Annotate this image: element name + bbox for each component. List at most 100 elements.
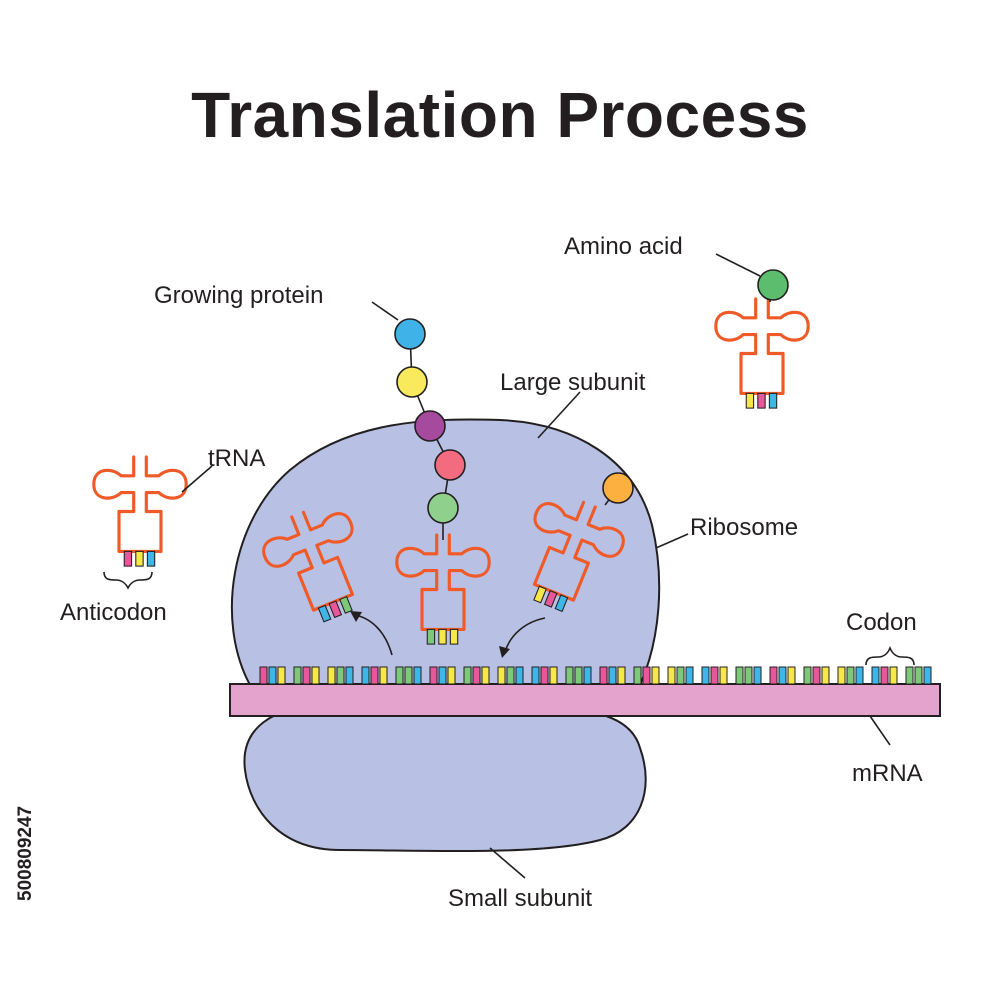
- codon-label: Codon: [846, 609, 917, 636]
- codon-base: [379, 666, 388, 685]
- mrna-strand: [229, 683, 941, 717]
- trna-exit-site: [253, 495, 378, 623]
- trna-peptidyl-site: [395, 533, 491, 645]
- codon-base: [914, 666, 923, 685]
- codon-base: [608, 666, 617, 685]
- codon-base: [447, 666, 456, 685]
- codon-base: [769, 666, 778, 685]
- codon-base: [710, 666, 719, 685]
- large-subunit-leader: [537, 391, 581, 439]
- trna-label: tRNA: [208, 445, 265, 472]
- large-subunit-label: Large subunit: [500, 369, 646, 396]
- codon-base: [438, 666, 447, 685]
- anticodon-label: Anticodon: [60, 599, 167, 626]
- codon-base: [549, 666, 558, 685]
- stock-id-text: 500809247: [15, 806, 36, 901]
- codon-base: [583, 666, 592, 685]
- codon-base: [651, 666, 660, 685]
- codon-base: [531, 666, 540, 685]
- free-amino-acid-bead: [757, 269, 789, 301]
- codon-base: [701, 666, 710, 685]
- ribosome-leader: [655, 533, 689, 549]
- codon-base: [812, 666, 821, 685]
- trna-aminoacyl-site: [509, 485, 634, 613]
- codon-base: [463, 666, 472, 685]
- page-title: Translation Process: [191, 79, 809, 151]
- codon-base: [617, 666, 626, 685]
- codon-base: [735, 666, 744, 685]
- codon-base: [345, 666, 354, 685]
- free-trna-right: [714, 297, 810, 409]
- growing-protein-chain: [394, 318, 466, 524]
- codon-base: [404, 666, 413, 685]
- codon-base: [293, 666, 302, 685]
- codon-base: [846, 666, 855, 685]
- codon-base: [633, 666, 642, 685]
- codon-base: [302, 666, 311, 685]
- codon-base: [803, 666, 812, 685]
- codon-base: [540, 666, 549, 685]
- mrna-label: mRNA: [852, 760, 923, 787]
- codon-base: [370, 666, 379, 685]
- free-trna-left: [92, 455, 188, 567]
- codon-base: [855, 666, 864, 685]
- growing-protein-leader: [371, 301, 399, 321]
- codon-base: [361, 666, 370, 685]
- entry-arrow-head: [499, 646, 510, 658]
- amino-acid-leader: [715, 253, 761, 277]
- protein-bead: [394, 318, 426, 350]
- codon-base: [676, 666, 685, 685]
- codon-base: [497, 666, 506, 685]
- codon-base: [685, 666, 694, 685]
- codon-base: [599, 666, 608, 685]
- codon-base: [429, 666, 438, 685]
- codon-base: [719, 666, 728, 685]
- mrna-leader: [869, 715, 891, 746]
- entry-arrow: [504, 617, 546, 653]
- codon-base: [336, 666, 345, 685]
- codon-bases: [259, 666, 932, 685]
- codon-base: [905, 666, 914, 685]
- codon-base: [821, 666, 830, 685]
- codon-base: [327, 666, 336, 685]
- codon-base: [259, 666, 268, 685]
- codon-base: [778, 666, 787, 685]
- codon-base: [871, 666, 880, 685]
- codon-base: [268, 666, 277, 685]
- protein-bead: [396, 366, 428, 398]
- codon-base: [481, 666, 490, 685]
- stock-id-vertical: 500809247: [15, 806, 36, 901]
- codon-base: [506, 666, 515, 685]
- codon-base: [923, 666, 932, 685]
- codon-base: [472, 666, 481, 685]
- small-subunit-label: Small subunit: [448, 885, 592, 912]
- amino-acid-label: Amino acid: [564, 233, 683, 260]
- large-subunit: [230, 418, 661, 686]
- protein-bead: [434, 449, 466, 481]
- growing-protein-label: Growing protein: [154, 282, 323, 309]
- amino-acid-bead-a-site: [602, 472, 634, 504]
- codon-base: [642, 666, 651, 685]
- ribosome-label: Ribosome: [690, 514, 798, 541]
- trna-leader: [181, 465, 213, 493]
- protein-bead: [427, 492, 459, 524]
- codon-base: [889, 666, 898, 685]
- codon-base: [837, 666, 846, 685]
- protein-bead: [414, 410, 446, 442]
- exit-arrow-head: [350, 611, 362, 622]
- codon-base: [277, 666, 286, 685]
- codon-base: [753, 666, 762, 685]
- codon-base: [880, 666, 889, 685]
- small-subunit: [243, 703, 647, 853]
- anticodon-brace: [103, 571, 153, 590]
- codon-base: [574, 666, 583, 685]
- codon-base: [667, 666, 676, 685]
- codon-base: [744, 666, 753, 685]
- codon-base: [311, 666, 320, 685]
- codon-base: [413, 666, 422, 685]
- codon-base: [787, 666, 796, 685]
- small-subunit-leader: [489, 847, 526, 879]
- codon-base: [395, 666, 404, 685]
- codon-base: [515, 666, 524, 685]
